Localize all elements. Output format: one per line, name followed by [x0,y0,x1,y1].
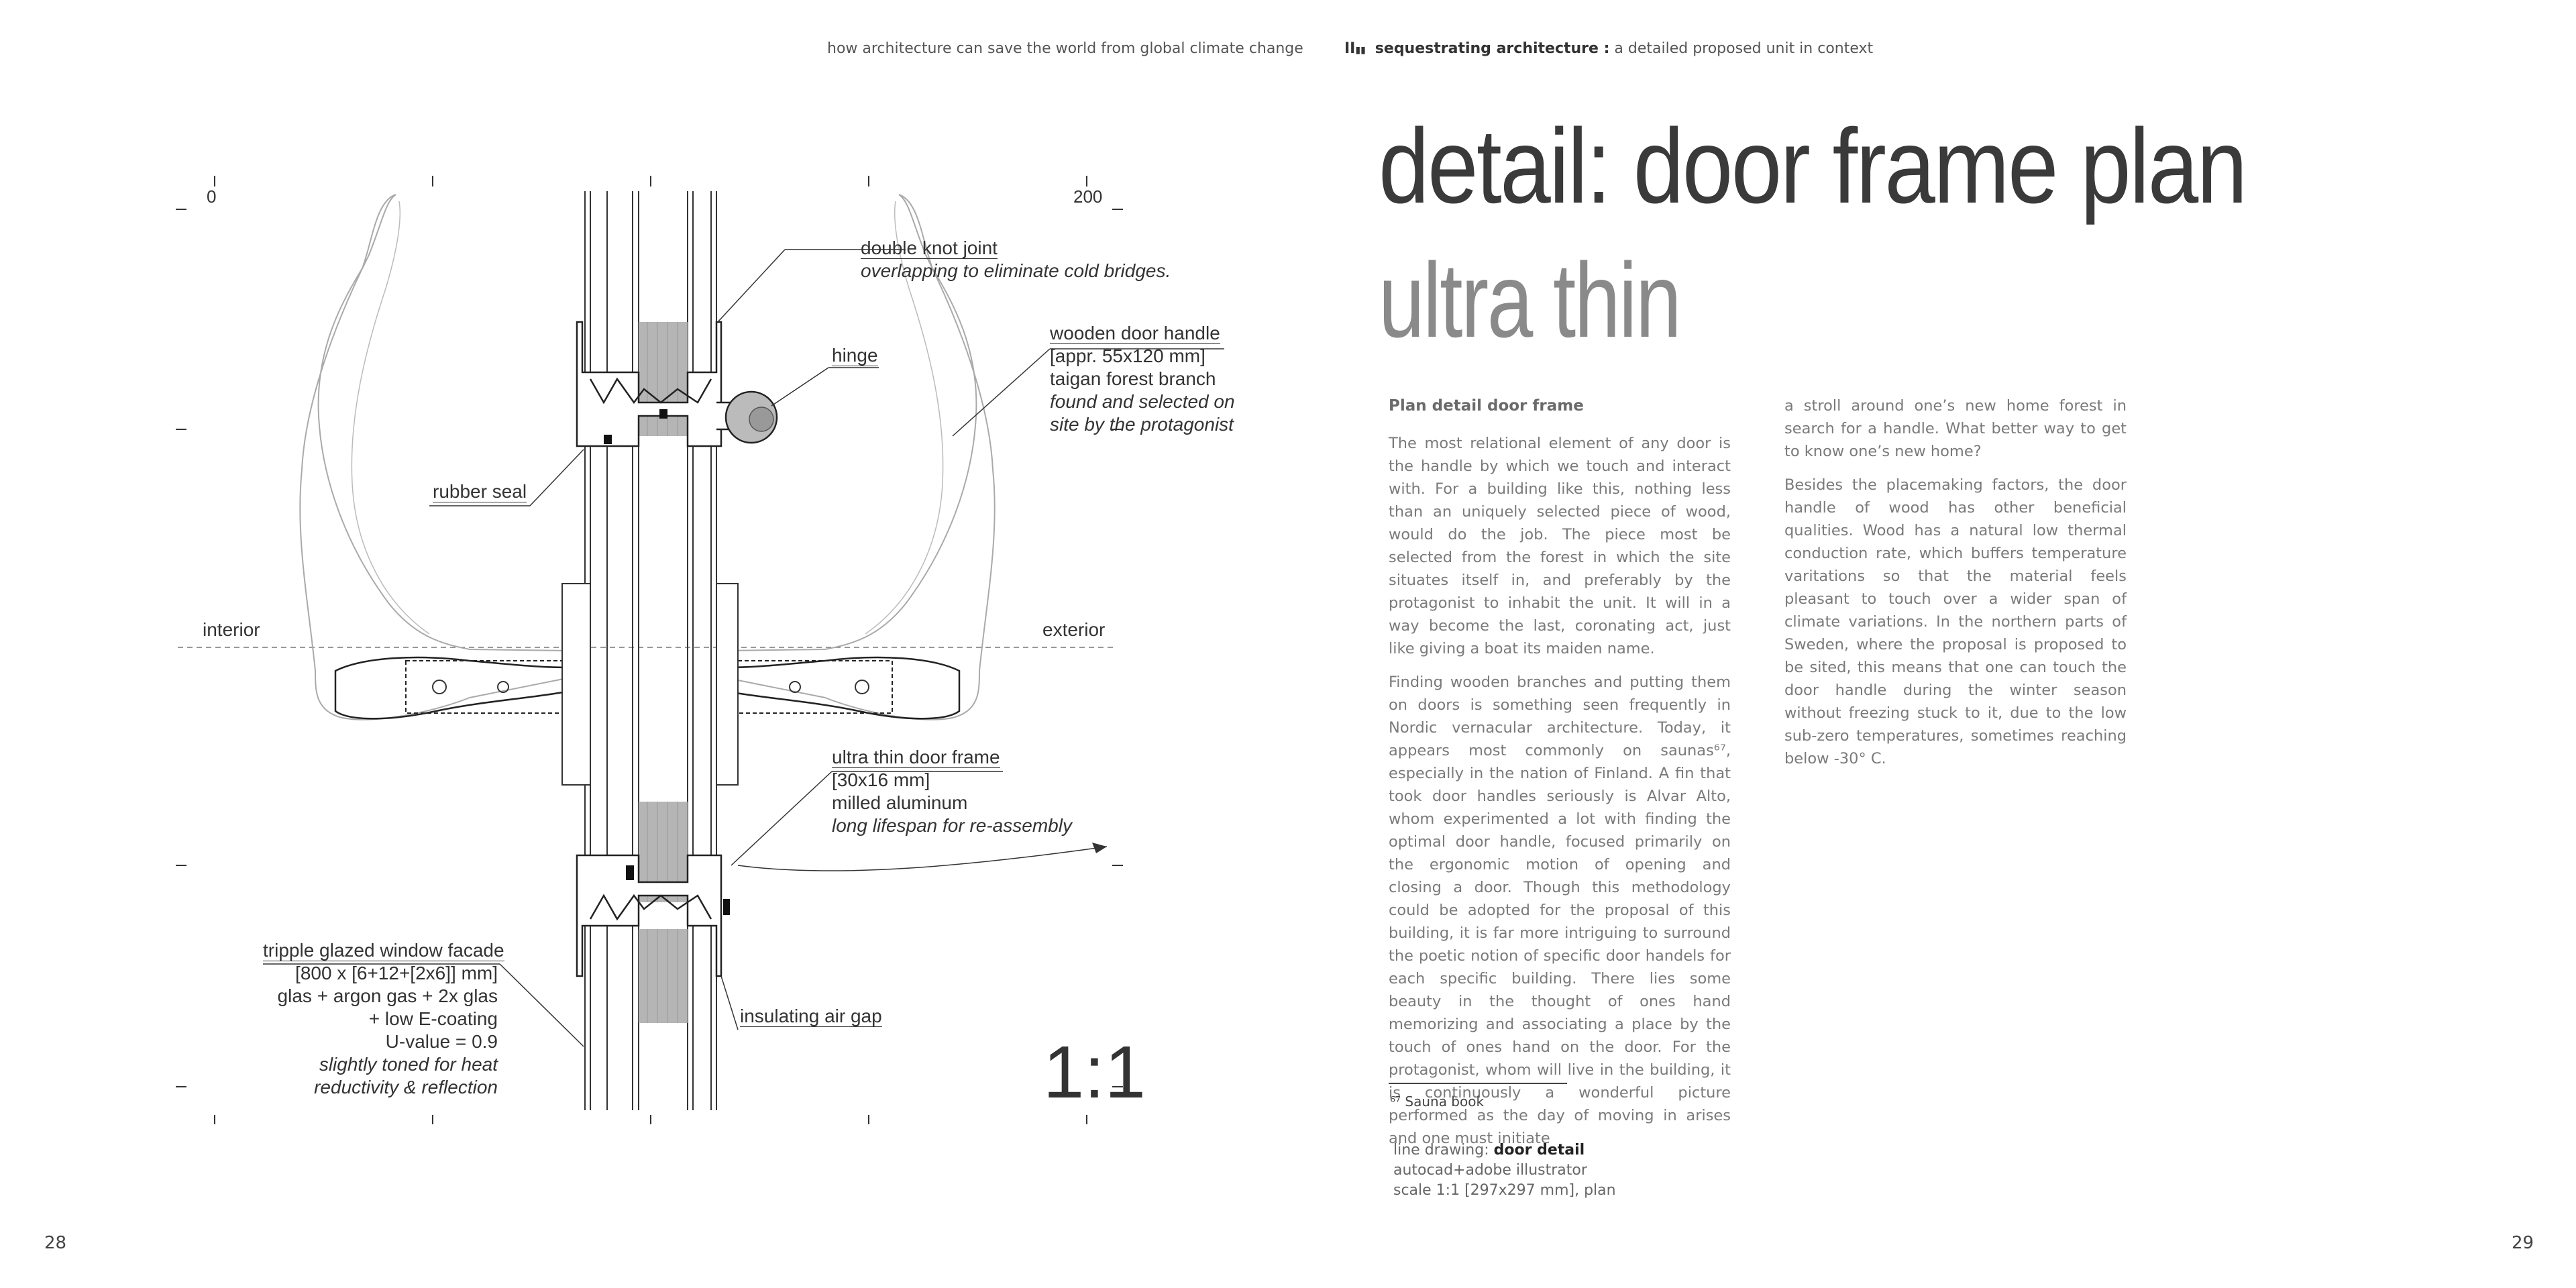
chapter-subtitle: a detailed proposed unit in context [1609,40,1874,57]
leader-lines [263,249,1224,1047]
arrow-head-icon [1092,843,1107,853]
upper-frame-profile [576,321,722,447]
article-heading: Plan detail door frame [1389,397,1584,415]
footnote-rule [1389,1083,1567,1084]
chapter-mark: II [1344,40,1356,57]
article-paragraph: a stroll around one’s new home forest in… [1784,397,2127,460]
chapter-title: sequestrating architecture : [1375,40,1610,57]
rubber-seal-mid [659,409,667,419]
right-running-header: II▮▮ sequestrating architecture : a deta… [1344,40,1873,57]
exterior-label: exterior [1042,619,1106,640]
credit-prefix: line drawing: [1393,1142,1494,1159]
article-paragraph: The most relational element of any door … [1389,435,1731,657]
page-title: detail: door frame plan [1379,107,2247,225]
lower-frame-knot [589,894,712,921]
rubber-seal-label: rubber seal [433,481,527,502]
credit-software: autocad+adobe illustrator [1393,1162,1587,1179]
interior-label: interior [203,619,260,640]
glazing-size: [800 x [6+12+[2x6]] mm] [295,963,498,983]
air-gap-label: insulating air gap [740,1006,882,1027]
article-paragraph: Finding wooden branches and putting them… [1389,674,1731,1147]
chapter-bar-icon: ▮▮ [1355,45,1366,56]
interior-handle-inner [351,201,430,635]
glazing-note-2: reductivity & reflection [314,1077,498,1097]
glazing-coating: + low E-coating [368,1008,498,1029]
credit-title: door detail [1493,1142,1585,1159]
page-subtitle: ultra thin [1379,241,1682,360]
exterior-handle-grip [723,656,961,720]
knot-joint-title: double knot joint [861,237,998,259]
page-number-right: 29 [2512,1233,2534,1253]
door-frame-size: [30x16 mm] [832,769,930,790]
page-number-left: 28 [44,1233,67,1253]
ruler-start: 0 [207,186,217,207]
ruler-ticks [176,176,1123,1124]
glazing-note-1: slightly toned for heat [319,1054,498,1075]
screw-icon [432,680,447,694]
screw-icon [855,680,869,694]
door-frame-note: long lifespan for re-assembly [832,815,1072,836]
article-paragraph: Besides the placemaking factors, the doo… [1784,476,2127,767]
door-frame-title: ultra thin door frame [832,747,1000,768]
glazing-layers: glas + argon gas + 2x glas [277,985,498,1006]
left-running-header: how architecture can save the world from… [827,40,1303,57]
hinge-icon [716,390,778,444]
glazing-title: tripple glazed window facade [263,940,504,961]
drawing-credit: line drawing: door detail autocad+adobe … [1393,1140,1616,1201]
interior-fixing-box [405,660,568,714]
scale-label: 1:1 [1043,1031,1146,1114]
article-column-2: a stroll around one’s new home forest in… [1784,394,2127,781]
upper-frame-knot [589,377,712,405]
glazing-uvalue: U-value = 0.9 [385,1031,498,1052]
screw-icon [789,681,801,693]
exterior-fixing-box [731,660,893,714]
door-handle-size: [appr. 55x120 mm] [1050,345,1205,366]
door-frame-material: milled aluminum [832,792,968,813]
insulation-bands [639,322,688,1023]
knot-joint-annotation: double knot joint overlapping to elimina… [861,237,1171,282]
exterior-escutcheon [716,583,739,786]
rubber-seal-upper [604,435,612,444]
rubber-seal-lower [626,865,634,880]
rubber-seal-exterior [723,899,730,915]
interior-handle-outline [299,194,571,720]
door-handle-note-2: site by the protagonist [1050,414,1234,435]
swing-arrow [737,846,1108,871]
exterior-handle-inner [865,201,944,635]
footnote: ⁶⁷ Sauna book [1390,1093,1485,1110]
article-column-1: Plan detail door frame The most relation… [1389,394,1731,1161]
door-handle-title: wooden door handle [1050,323,1220,344]
ruler-end: 200 [1073,186,1103,207]
lower-frame-profile [576,854,722,977]
credit-scale: scale 1:1 [297x297 mm], plan [1393,1182,1616,1199]
interior-handle-grip [334,656,572,720]
hinge-annotation: hinge [832,344,878,367]
door-handle-note-1: found and selected on [1050,391,1235,412]
hinge-label: hinge [832,345,878,366]
interior-escutcheon [561,583,591,786]
door-handle-annotation: wooden door handle [appr. 55x120 mm] tai… [1050,322,1235,436]
door-handle-material: taigan forest branch [1050,368,1216,389]
glazing-annotation: tripple glazed window facade [800 x [6+1… [263,939,504,1099]
air-gap-annotation: insulating air gap [740,1005,882,1028]
door-frame-annotation: ultra thin door frame [30x16 mm] milled … [832,746,1072,837]
knot-joint-note: overlapping to eliminate cold bridges. [861,260,1171,281]
rubber-seal-annotation: rubber seal [433,480,527,503]
screw-icon [497,681,509,693]
